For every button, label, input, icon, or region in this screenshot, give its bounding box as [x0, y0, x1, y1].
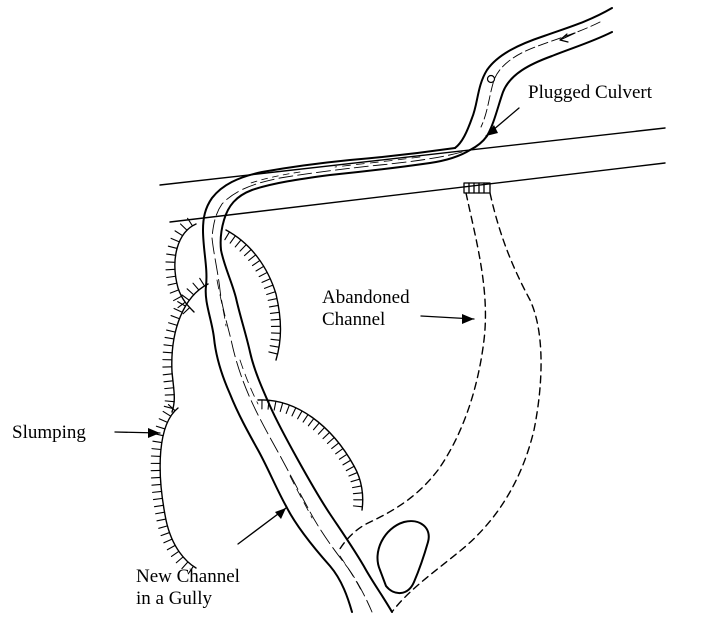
slump-hatch — [249, 255, 256, 261]
slump-hatch — [313, 423, 319, 430]
slump-hatch — [153, 491, 162, 492]
slump-hatch — [164, 381, 173, 382]
label-abandoned-channel-line-2: Channel — [322, 309, 410, 331]
slump-hatch — [271, 339, 280, 340]
road-upper-edge — [160, 128, 665, 185]
slump-hatch — [154, 505, 163, 506]
slump-hatch — [187, 289, 194, 295]
slump-hatch — [353, 486, 362, 488]
slump-hatch — [161, 533, 169, 536]
slump-hatch — [225, 232, 230, 240]
slump-hatch — [168, 283, 177, 285]
label-new-channel: New Channel in a Gully — [136, 566, 240, 610]
road-channel — [203, 148, 470, 250]
slump-hatch — [270, 312, 279, 313]
slump-hatch — [230, 236, 235, 243]
slump-hatch — [298, 411, 302, 419]
slump-hatch — [176, 557, 183, 563]
slump-hatch — [167, 330, 176, 332]
slump-hatch — [269, 352, 278, 354]
slump-hatch — [262, 279, 270, 283]
label-abandoned-channel-line-1: Abandoned — [322, 287, 410, 309]
slump-hatch — [159, 526, 168, 528]
slump-hatch — [353, 493, 362, 494]
slump-hatch — [163, 374, 172, 375]
slump-hatch — [174, 308, 182, 312]
slump-hatch — [267, 292, 276, 295]
slump-hatch — [270, 346, 279, 348]
slump-hatch — [351, 479, 360, 482]
abandoned-channel — [338, 193, 541, 612]
slump-hatch — [323, 432, 330, 438]
slump-hatch — [163, 411, 171, 416]
label-new-channel-line-1: New Channel — [136, 566, 240, 588]
slump-hatch — [200, 278, 205, 286]
upstream-channel — [455, 8, 612, 150]
label-new-channel-line-2: in a Gully — [136, 588, 240, 610]
slump-hatch — [308, 419, 313, 426]
slump-hatch — [292, 408, 296, 416]
slump-hatch — [240, 245, 246, 252]
slump-hatch — [153, 498, 162, 499]
slump-hatch — [193, 283, 199, 290]
slump-hatch — [175, 231, 183, 236]
slump-hatch — [269, 305, 278, 307]
slump-hatch — [339, 454, 347, 459]
slump-scarps — [151, 218, 363, 573]
slump-hatch — [349, 473, 357, 476]
slump-hatch — [171, 238, 179, 241]
slump-hatch — [167, 254, 176, 255]
slump-hatch — [169, 323, 178, 326]
slump-hatch — [303, 415, 308, 423]
slump-hatch — [163, 352, 172, 353]
slump-hatch — [166, 269, 175, 270]
slump-hatch — [346, 466, 354, 470]
slump-hatch — [168, 246, 177, 248]
slump-hatch — [280, 403, 283, 412]
slump-hatch — [286, 405, 289, 413]
slump-hatch — [244, 250, 251, 256]
slump-hatch — [159, 419, 167, 423]
slump-hatch — [252, 260, 259, 265]
slump-hatch — [153, 441, 162, 442]
slump-hatch — [235, 240, 241, 247]
slump-hatch — [152, 449, 161, 450]
slump-hatch — [171, 316, 179, 319]
slump-hatch — [256, 266, 264, 271]
slump-hatch — [336, 449, 343, 454]
slump-hatch — [171, 551, 178, 556]
label-slumping: Slumping — [12, 422, 86, 444]
road — [160, 128, 665, 222]
slump-hatch — [165, 337, 174, 339]
slump-hatch — [156, 426, 165, 429]
label-abandoned-channel: Abandoned Channel — [322, 287, 410, 331]
slump-hatch — [165, 388, 174, 389]
pool — [377, 521, 428, 593]
slump-hatch — [157, 519, 166, 521]
slump-hatch — [318, 428, 324, 435]
slump-hatch — [327, 438, 334, 444]
slump-hatch — [265, 285, 273, 288]
slump-hatch — [165, 401, 174, 402]
slump-hatch — [259, 272, 267, 276]
slump-hatch — [152, 484, 161, 485]
slump-hatch — [167, 276, 176, 277]
slump-hatch — [343, 460, 351, 465]
slump-hatch — [167, 545, 175, 549]
slump-hatch-marks — [151, 218, 363, 573]
slump-hatch — [156, 512, 165, 514]
slump-hatch — [174, 296, 182, 300]
label-arrows — [115, 108, 519, 544]
slump-hatch — [164, 539, 172, 543]
slump-hatch — [181, 224, 187, 230]
slump-hatch — [274, 401, 276, 410]
slump-hatch — [164, 345, 173, 346]
slump-hatch — [268, 299, 277, 301]
slump-hatch — [271, 319, 280, 320]
slump-hatch — [170, 290, 178, 293]
slump-hatch — [353, 506, 362, 507]
slump-hatch — [332, 443, 339, 449]
label-plugged-culvert: Plugged Culvert — [528, 82, 652, 104]
